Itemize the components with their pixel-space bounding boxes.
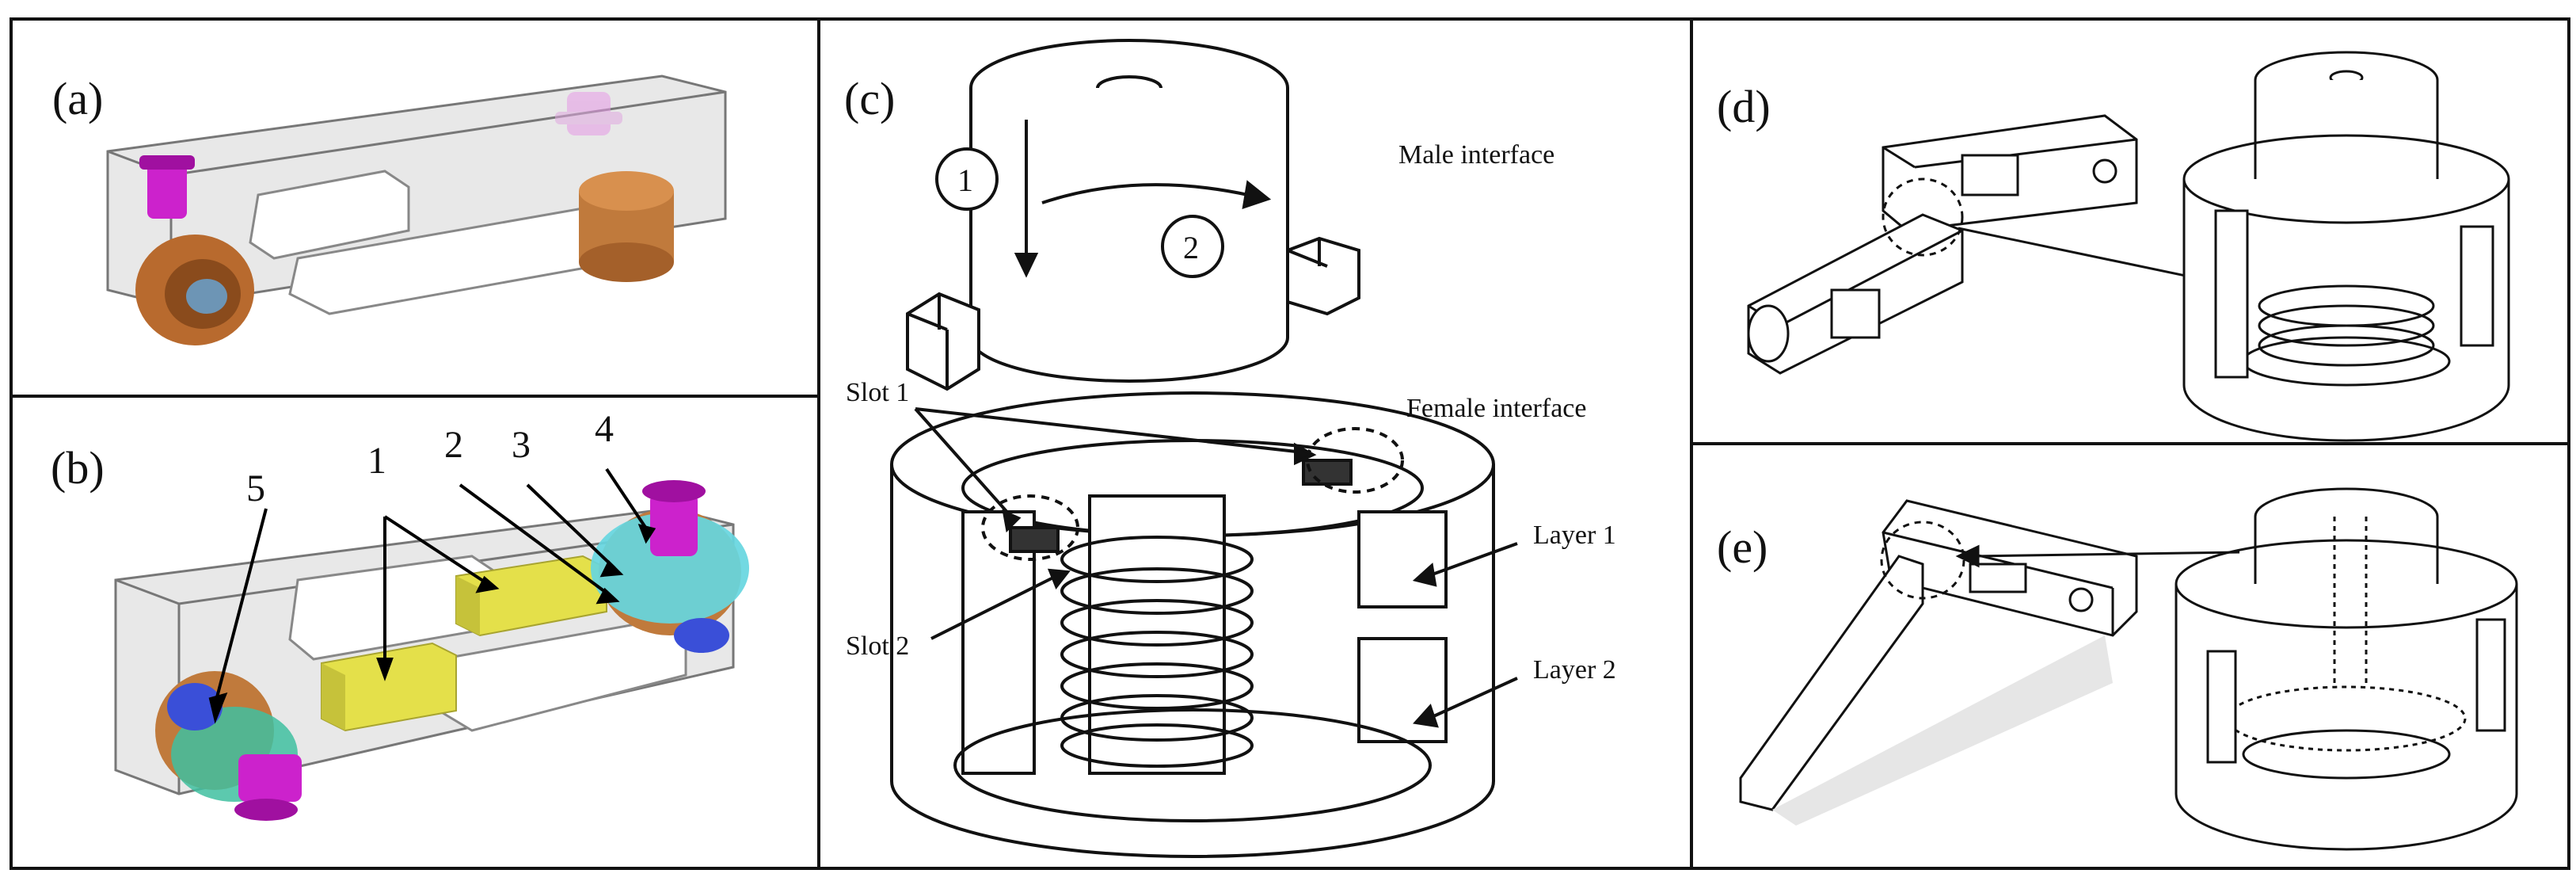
- callout-2: 2: [444, 424, 463, 466]
- slot-mark-left: [1009, 526, 1060, 553]
- yellow-block-lower: [321, 642, 457, 732]
- layer2-label: Layer 2: [1533, 655, 1616, 685]
- ghost-knob: [555, 92, 622, 135]
- orange-cylinder: [579, 171, 674, 282]
- callout-4: 4: [595, 408, 614, 450]
- yellow-block-upper: [455, 555, 607, 637]
- panel-a-drawing: [106, 74, 727, 345]
- panel-b-drawing: 5 1 2 3 4: [114, 408, 749, 821]
- step-1-text: 1: [957, 162, 973, 198]
- slot1-arrows: [914, 407, 1317, 533]
- panel-e: (e): [1690, 442, 2570, 870]
- left-gear-assembly: [155, 671, 302, 821]
- arrow-5: [208, 508, 268, 724]
- female-interface-label: Female interface: [1406, 394, 1586, 423]
- cylinder-assembly-e: [2175, 487, 2518, 851]
- panel-e-drawing: [1739, 487, 2518, 851]
- male-interface-cylinder: [906, 39, 1360, 391]
- arrow-2: [459, 483, 620, 605]
- layer1-arrow: [1412, 542, 1518, 587]
- panel-c-label: (c): [844, 73, 896, 124]
- arrow-4: [605, 467, 656, 544]
- callout-5: 5: [246, 467, 265, 509]
- callout-1: 1: [367, 440, 386, 482]
- callout-3: 3: [512, 424, 531, 466]
- arrows-1: [376, 515, 500, 681]
- module-lower: [1739, 555, 1924, 811]
- panel-d-drawing: [1747, 51, 2510, 442]
- male-interface-label: Male interface: [1398, 140, 1554, 170]
- panel-c: 1 2 Male interface Female interface Slot…: [817, 17, 1693, 870]
- window-upper: [249, 170, 410, 260]
- step-2-circle: [1161, 215, 1224, 278]
- panel-c-drawing: 1 2 Male interface Female interface Slot…: [846, 39, 1616, 858]
- panel-d: (d): [1690, 17, 2570, 445]
- rotation-arrow: [1041, 183, 1249, 204]
- step-1-circle: [935, 147, 999, 211]
- slot2-label: Slot 2: [846, 631, 909, 661]
- magenta-knob: [139, 155, 195, 219]
- orange-wheel: [135, 235, 254, 345]
- layer2-arrow: [1413, 677, 1518, 728]
- arrow-3: [526, 483, 624, 578]
- layer1-label: Layer 1: [1533, 521, 1616, 550]
- step-2-text: 2: [1183, 230, 1199, 265]
- shadow-strip: [1772, 635, 2113, 826]
- panel-b-label: (b): [51, 442, 105, 494]
- panel-b: 5 1 2 3 4 (b): [10, 395, 820, 870]
- panel-e-label: (e): [1717, 521, 1768, 573]
- slot2-arrow: [930, 568, 1071, 640]
- right-gear-assembly: [591, 480, 749, 653]
- slot1-label: Slot 1: [846, 378, 909, 407]
- panel-a-label: (a): [52, 73, 104, 124]
- panel-a: (a): [10, 17, 820, 398]
- panel-d-label: (d): [1717, 81, 1771, 132]
- insert-arrow: [1014, 120, 1039, 278]
- cylinder-assembly: [2182, 51, 2510, 442]
- slot-mark-right: [1302, 459, 1353, 486]
